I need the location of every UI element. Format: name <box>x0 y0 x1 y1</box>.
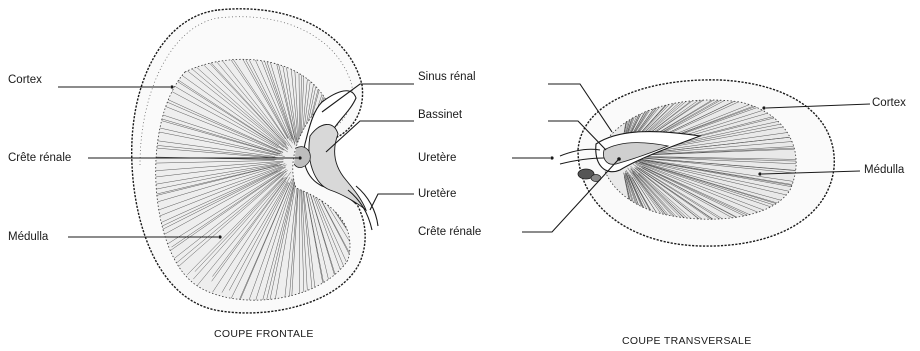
label-medulla-frontal: Médulla <box>8 231 49 243</box>
label-uretere-transverse: Uretère <box>418 152 456 164</box>
frontal-kidney <box>129 0 471 335</box>
caption-coupe-transversale: COUPE TRANSVERSALE <box>622 335 752 347</box>
transverse-kidney <box>560 0 834 343</box>
label-crete-renale-transverse: Crête rénale <box>418 226 481 238</box>
label-medulla-transverse: Médulla <box>864 164 905 176</box>
label-uretere-frontal: Uretère <box>418 188 456 200</box>
label-bassinet: Bassinet <box>418 109 463 121</box>
label-sinus-renal: Sinus rénal <box>418 71 476 83</box>
caption-coupe-frontale: COUPE FRONTALE <box>214 328 314 340</box>
label-cortex-frontal: Cortex <box>8 74 42 86</box>
label-crete-renale-frontal: Crête rénale <box>8 152 71 164</box>
label-cortex-transverse: Cortex <box>872 97 906 109</box>
